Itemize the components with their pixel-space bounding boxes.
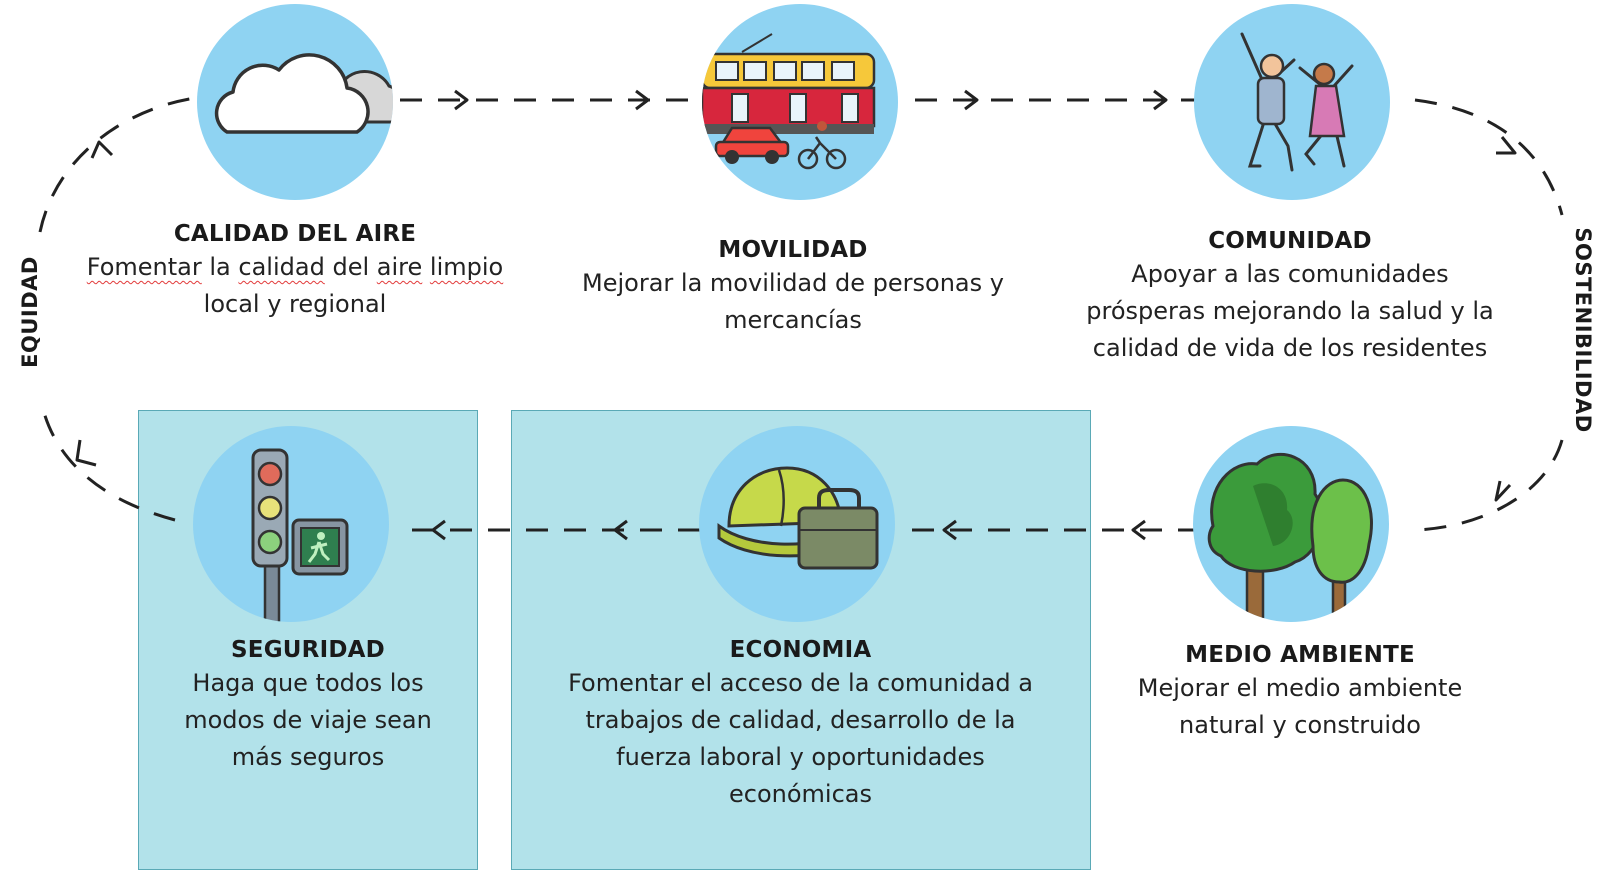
desc-word: limpio [429,253,504,281]
desc-word: calidad [238,253,325,281]
desc-word: la [209,253,231,281]
node-description: Mejorar el medio ambiente natural y cons… [1137,674,1463,739]
equidad-label: EQUIDAD [18,256,42,368]
node-description: Fomentar el acceso de la comunidad a tra… [568,669,1033,808]
node-comunidad: COMUNIDAD Apoyar a las comunidades prósp… [1075,226,1505,367]
traffic-light-icon [251,448,349,622]
node-description: Mejorar la movilidad de personas y merca… [582,269,1004,334]
node-title: ECONOMIA [729,637,872,663]
calidad-aire-circle [197,4,393,200]
node-title: MOVILIDAD [718,237,868,263]
node-movilidad: MOVILIDAD Mejorar la movilidad de person… [568,235,1018,339]
node-title: MEDIO AMBIENTE [1185,642,1415,668]
node-description: Haga que todos los modos de viaje sean m… [184,669,432,771]
arrow-seguridad-equidad [40,404,176,522]
node-calidad-aire: CALIDAD DEL AIRE Fomentar la calidad del… [75,219,515,323]
bus-car-bicycle-icon [702,33,876,170]
desc-word: local y regional [203,290,387,318]
node-description: Apoyar a las comunidades prósperas mejor… [1086,260,1494,362]
desc-word: aire [376,253,423,281]
arrow-equidad-aire [38,96,196,233]
node-title: SEGURIDAD [231,637,385,663]
desc-word: del [332,253,370,281]
medio-ambiente-circle [1193,426,1389,622]
node-seguridad: SEGURIDAD Haga que todos los modos de vi… [158,635,458,776]
node-medio-ambiente: MEDIO AMBIENTE Mejorar el medio ambiente… [1125,640,1475,744]
arrow-comunidad-sostenibilidad [1414,98,1564,216]
sostenibilidad-label: SOSTENIBILIDAD [1571,227,1595,433]
cloud-icon [214,53,393,134]
desc-word: Fomentar [86,253,202,281]
node-economia: ECONOMIA Fomentar el acceso de la comuni… [548,635,1053,813]
hardhat-briefcase-icon [717,466,879,570]
node-description: Fomentar la calidad del aire limpio loca… [75,249,515,323]
comunidad-circle [1194,4,1390,200]
node-title: CALIDAD DEL AIRE [173,221,417,247]
seguridad-circle [193,426,389,622]
movilidad-circle [702,4,898,200]
economia-circle [699,426,895,622]
node-title: COMUNIDAD [1208,228,1372,254]
arrow-sostenibilidad-medio [1409,439,1564,532]
trees-icon [1207,453,1373,622]
people-dancing-icon [1240,32,1354,172]
